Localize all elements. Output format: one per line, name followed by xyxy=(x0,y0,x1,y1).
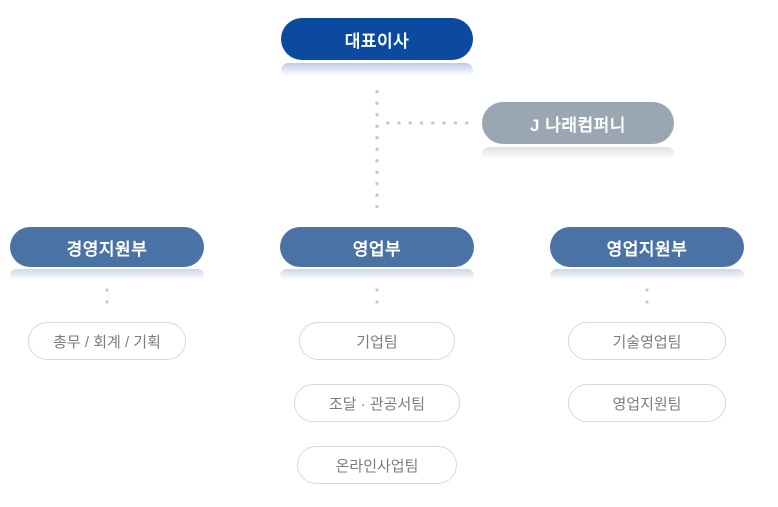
org-node-dept-sales-support: 영업지원부 xyxy=(550,227,744,267)
affiliate-pill-reflection xyxy=(482,147,674,161)
connector-ceo-vertical-dotted-line xyxy=(372,86,382,208)
connector-dept-2-dots xyxy=(372,284,382,307)
org-node-team-general-affairs: 총무 / 회계 / 기획 xyxy=(28,322,186,360)
ceo-pill-reflection xyxy=(281,63,473,78)
org-node-team-technical-sales: 기술영업팀 xyxy=(568,322,726,360)
org-node-dept-management-support: 경영지원부 xyxy=(10,227,204,267)
dept-pill-reflection xyxy=(10,269,204,282)
dept-pill-reflection xyxy=(280,269,474,282)
org-node-affiliate: J 나래컴퍼니 xyxy=(482,102,674,144)
org-node-team-online-business: 온라인사업팀 xyxy=(297,446,457,484)
org-node-team-corporate: 기업팀 xyxy=(299,322,455,360)
connector-affiliate-horizontal-dotted-line xyxy=(382,118,474,128)
connector-dept-1-dots xyxy=(102,284,112,307)
org-node-ceo: 대표이사 xyxy=(281,18,473,60)
dept-pill-reflection xyxy=(550,269,744,282)
org-node-team-sales-support: 영업지원팀 xyxy=(568,384,726,422)
org-node-team-procurement: 조달 · 관공서팀 xyxy=(294,384,460,422)
connector-dept-3-dots xyxy=(642,284,652,307)
org-node-dept-sales: 영업부 xyxy=(280,227,474,267)
